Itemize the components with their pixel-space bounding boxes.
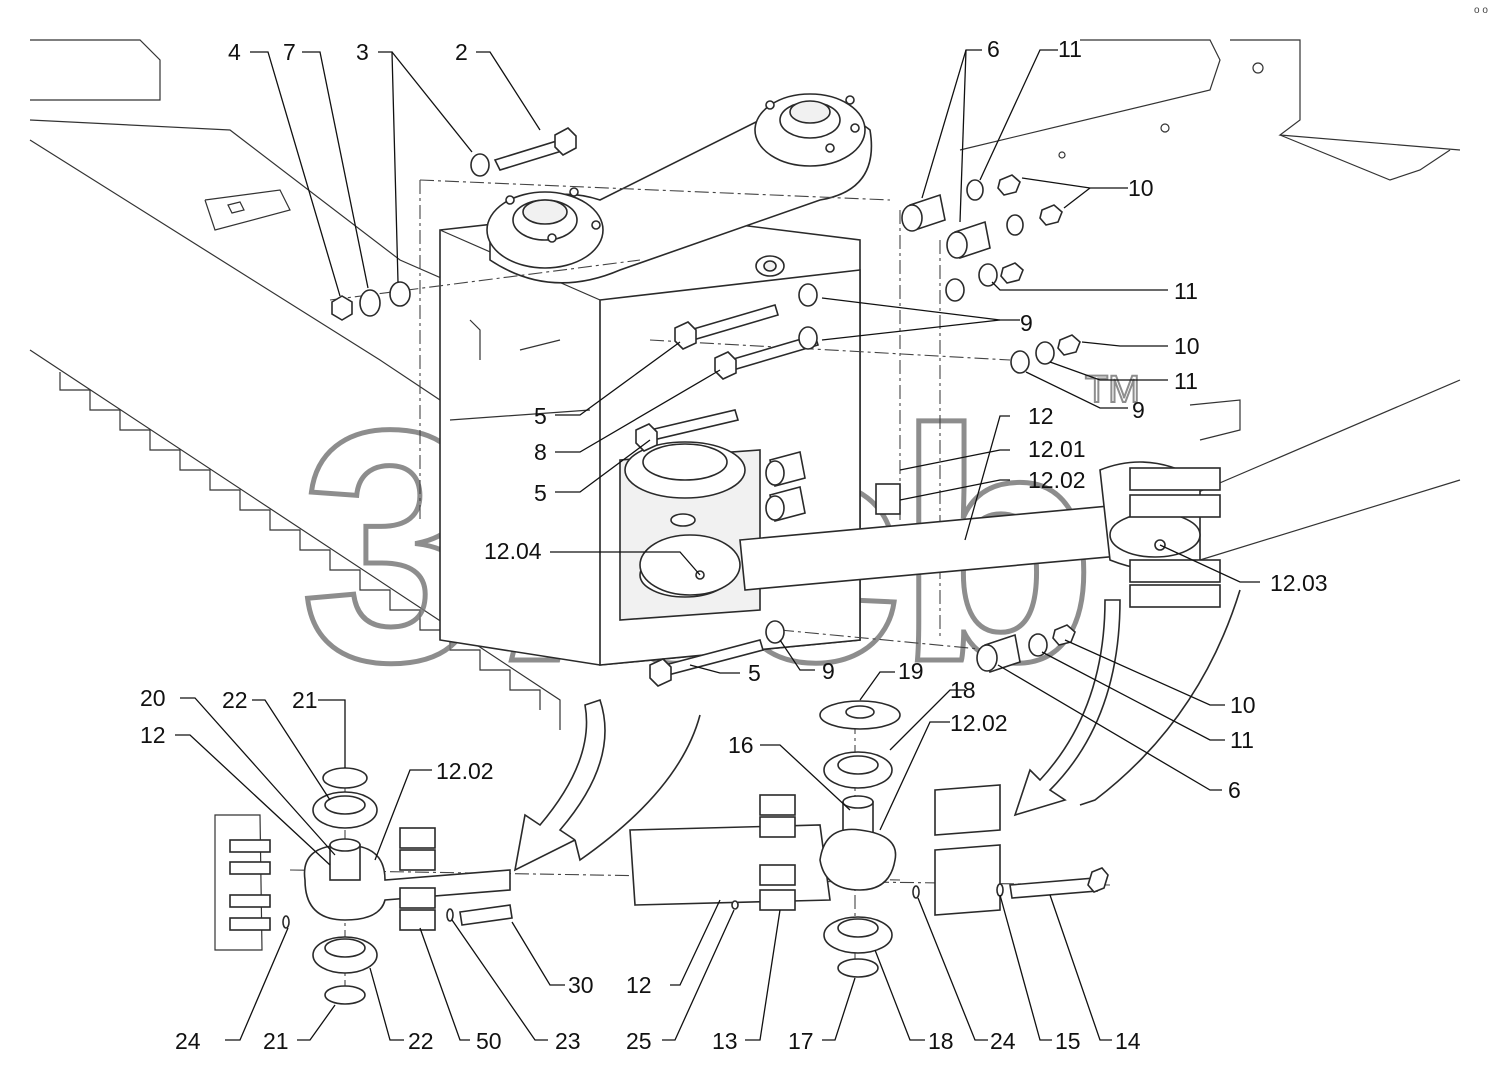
- callout-9-mid2: 9: [1132, 397, 1145, 423]
- callout-21-bottom: 21: [263, 1028, 289, 1054]
- callout-8: 8: [534, 439, 547, 465]
- bottom-right-assembly: [629, 700, 1109, 978]
- callout-10-top: 10: [1128, 175, 1154, 201]
- callout-12-bottom: 12: [626, 972, 652, 998]
- callout-12-04: 12.04: [484, 538, 542, 564]
- callout-3: 3: [356, 39, 369, 65]
- callout-4: 4: [228, 39, 241, 65]
- callout-21-top: 21: [292, 687, 318, 713]
- callout-12-03: 12.03: [1270, 570, 1328, 596]
- callout-24-left: 24: [175, 1028, 201, 1054]
- callout-24-right: 24: [990, 1028, 1016, 1054]
- callout-12-02-left: 12.02: [436, 758, 494, 784]
- callout-14: 14: [1115, 1028, 1141, 1054]
- callout-23: 23: [555, 1028, 581, 1054]
- callout-16: 16: [728, 732, 754, 758]
- callout-18-bottom: 18: [928, 1028, 954, 1054]
- callout-12-left: 12: [140, 722, 166, 748]
- callout-5-c: 5: [748, 660, 761, 686]
- callout-18-top: 18: [950, 677, 976, 703]
- machine-frame-right: [959, 39, 1461, 561]
- connecting-rod-mid: [639, 461, 1221, 608]
- long-bolts: [635, 283, 819, 687]
- callout-11-low: 11: [1230, 727, 1254, 753]
- callout-50: 50: [476, 1028, 502, 1054]
- callout-13: 13: [712, 1028, 738, 1054]
- callout-2: 2: [455, 39, 468, 65]
- upper-right-hardware: [901, 174, 1081, 374]
- callout-7: 7: [283, 39, 296, 65]
- callout-10-low: 10: [1230, 692, 1256, 718]
- callout-22-top: 22: [222, 687, 248, 713]
- callout-12-01: 12.01: [1028, 436, 1086, 462]
- callout-11-mid2: 11: [1174, 368, 1198, 394]
- callout-12-top: 12: [1028, 403, 1054, 429]
- callout-30: 30: [568, 972, 594, 998]
- callout-12-02-right: 12.02: [950, 710, 1008, 736]
- leader-lines: [175, 49, 1260, 1041]
- callout-6-top: 6: [987, 36, 1000, 62]
- rocker-arm: [486, 93, 873, 284]
- callout-12-02-top: 12.02: [1028, 467, 1086, 493]
- callout-25: 25: [626, 1028, 652, 1054]
- assembly-arrows: [513, 589, 1241, 872]
- callout-labels: 4 7 3 2 6 11 10 11 9 10 11 9 12 12.01 12…: [140, 36, 1328, 1054]
- callout-19: 19: [898, 658, 924, 684]
- callout-22-bottom: 22: [408, 1028, 434, 1054]
- callout-10-mid: 10: [1174, 333, 1200, 359]
- callout-6-low: 6: [1228, 777, 1241, 803]
- callout-20: 20: [140, 685, 166, 711]
- upper-left-hardware: [331, 127, 577, 321]
- callout-9-low: 9: [822, 658, 835, 684]
- callout-11-top: 11: [1058, 36, 1082, 62]
- callout-9-mid: 9: [1020, 310, 1033, 336]
- corner-mark: o o: [1474, 5, 1488, 16]
- bottom-left-assembly: [214, 767, 513, 1005]
- callout-11-mid: 11: [1174, 278, 1198, 304]
- lower-right-hardware: [976, 624, 1076, 674]
- callout-5-b: 5: [534, 480, 547, 506]
- callout-17: 17: [788, 1028, 814, 1054]
- callout-15: 15: [1055, 1028, 1081, 1054]
- callout-5-a: 5: [534, 403, 547, 429]
